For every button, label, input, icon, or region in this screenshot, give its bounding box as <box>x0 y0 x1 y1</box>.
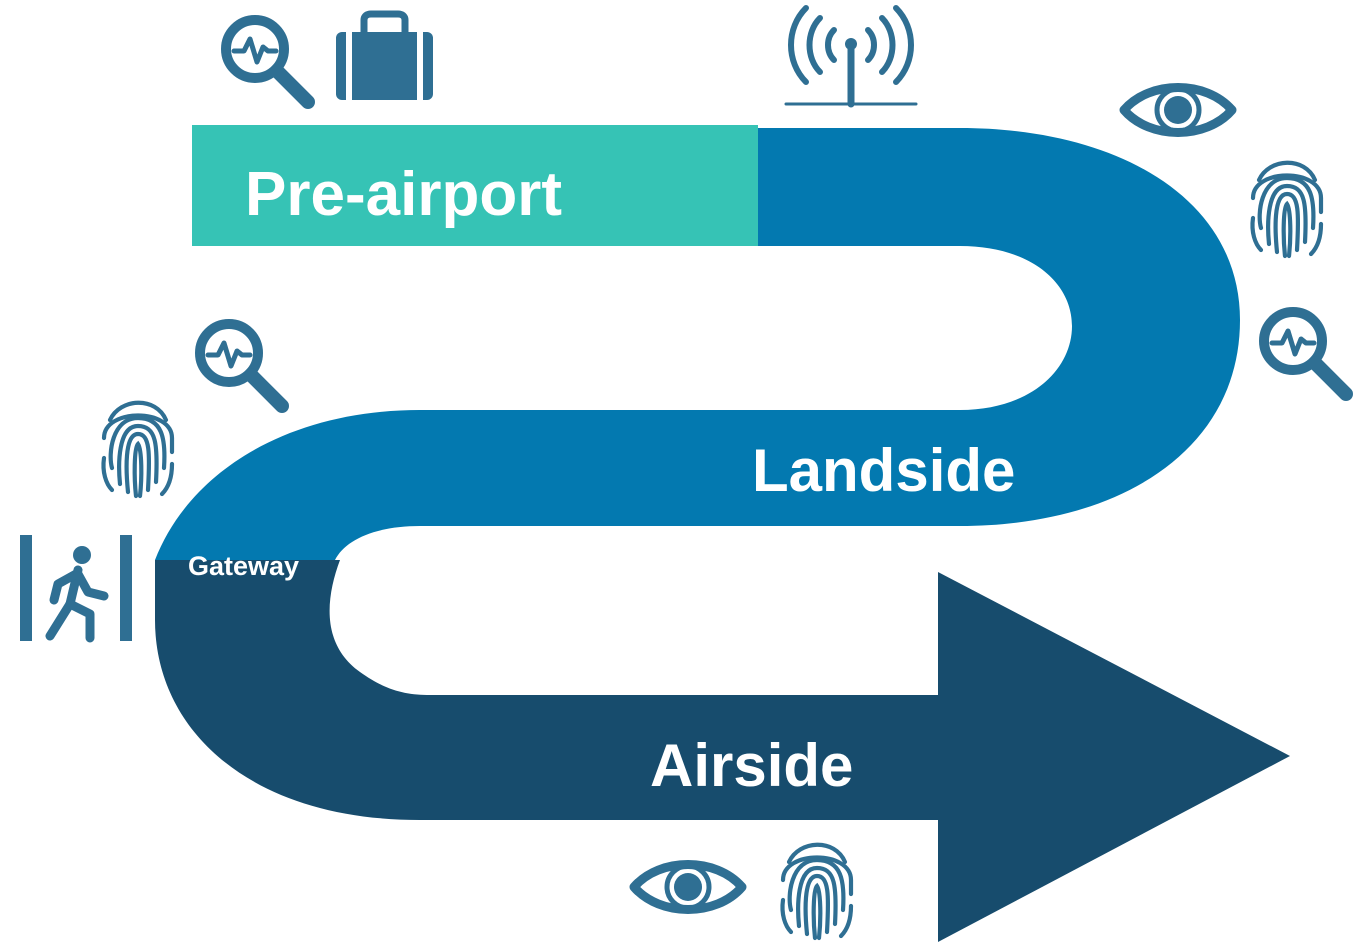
suitcase-icon <box>336 10 433 100</box>
antenna-icon <box>784 5 918 108</box>
magnifier-pulse-icon <box>226 20 308 102</box>
eye-icon <box>634 865 742 910</box>
pre-airport-block <box>192 125 758 246</box>
fingerprint-icon <box>782 845 851 938</box>
airside-band <box>155 560 945 820</box>
fingerprint-icon <box>1252 163 1321 256</box>
magnifier-pulse-icon <box>1264 312 1346 394</box>
airside-arrow-head <box>938 572 1290 942</box>
fingerprint-icon <box>103 403 172 496</box>
airside-label: Airside <box>650 732 853 799</box>
gate-walk-icon <box>20 535 132 643</box>
landside-band <box>155 128 1240 560</box>
pre-airport-label: Pre-airport <box>245 160 562 229</box>
magnifier-pulse-icon <box>200 324 282 406</box>
gateway-label: Gateway <box>188 551 299 581</box>
eye-icon <box>1124 88 1232 133</box>
landside-label: Landside <box>752 437 1015 504</box>
